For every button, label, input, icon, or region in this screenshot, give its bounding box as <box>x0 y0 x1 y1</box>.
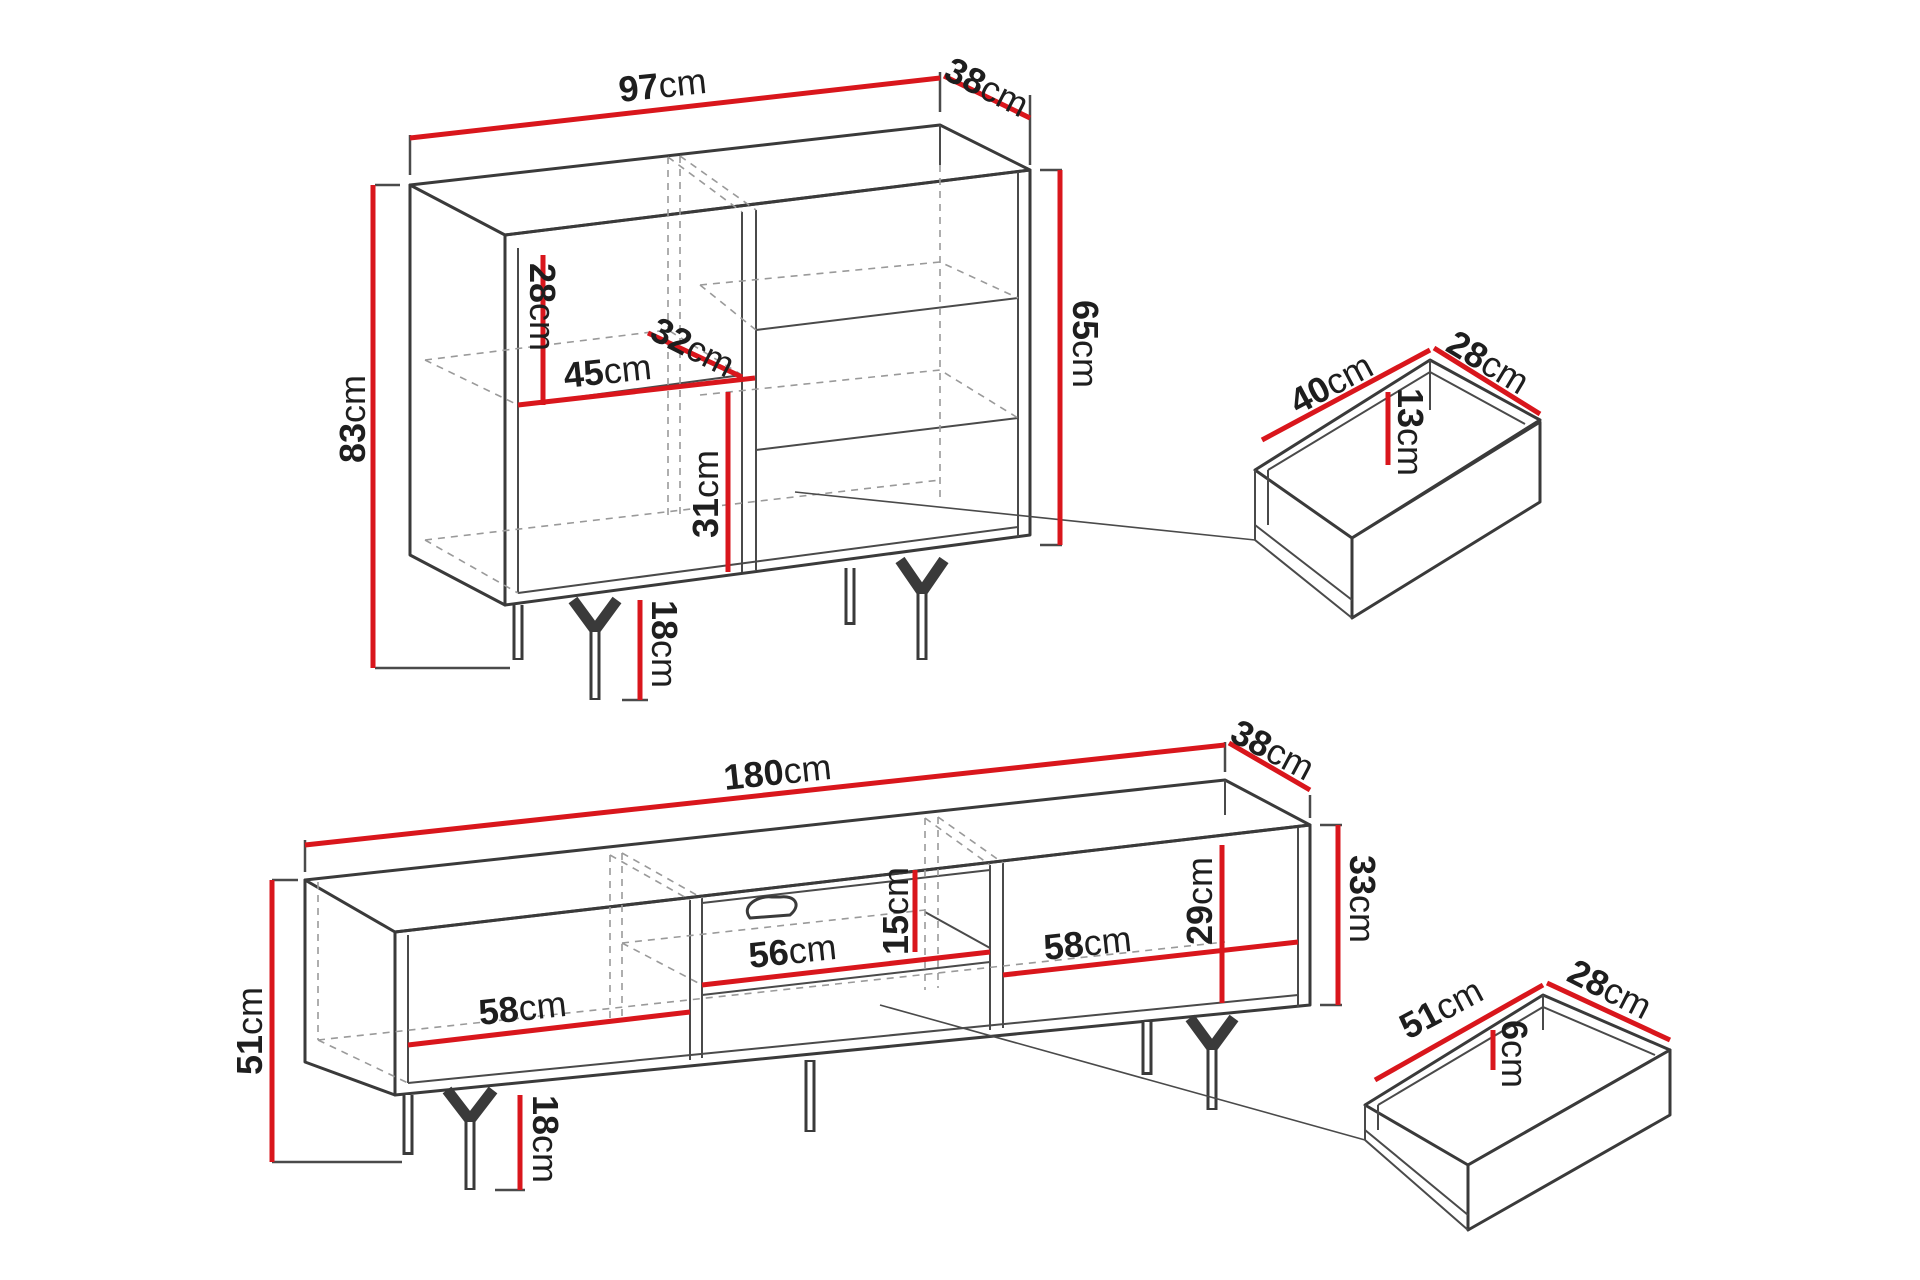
sideboard-shelf-width-label: 45cm <box>562 346 654 396</box>
tv-stand-depth-label: 38cm <box>1224 711 1321 789</box>
sideboard-width-label: 97cm <box>617 60 709 110</box>
tv-stand-body-height-label: 33cm <box>1342 855 1383 943</box>
tv-stand-middle-width-label: 56cm <box>747 926 839 976</box>
sideboard-body-height-label: 65cm <box>1065 300 1106 388</box>
tv-stand-labels: 180cm 38cm 51cm 33cm 58cm 56cm 15cm 58cm… <box>229 711 1658 1183</box>
tv-stand-height-label: 51cm <box>229 987 270 1075</box>
tv-stand-leg-height-label: 18cm <box>525 1095 566 1183</box>
tv-drawer-depth-label: 28cm <box>1561 951 1658 1028</box>
sideboard-shelf-depth-label: 32cm <box>644 309 741 386</box>
sideboard-labels: 97cm 38cm 83cm 65cm 28cm 32cm 45cm 31cm … <box>332 49 1536 688</box>
sideboard-lower-height-label: 31cm <box>685 450 726 538</box>
tv-stand-right-width-label: 58cm <box>1042 918 1134 968</box>
tv-drawer-detail <box>1363 980 1672 1232</box>
tv-stand-dimensions <box>269 740 1342 1192</box>
sideboard-drawing <box>408 123 1256 700</box>
sideboard-drawer-height-label: 13cm <box>1390 388 1431 476</box>
tv-stand-left-width-label: 58cm <box>477 983 569 1033</box>
sideboard-leg-height-label: 18cm <box>644 600 685 688</box>
sideboard-depth-label: 38cm <box>938 49 1035 126</box>
tv-stand-width-label: 180cm <box>722 746 834 798</box>
sideboard-shelf-height-label: 28cm <box>522 263 563 351</box>
tv-stand-right-height-label: 29cm <box>1179 857 1220 945</box>
sideboard-height-label: 83cm <box>332 375 373 463</box>
tv-drawer-height-label: 6cm <box>1494 1020 1535 1088</box>
tv-stand-drawing <box>303 778 1366 1190</box>
sideboard-drawer-detail <box>1253 345 1542 620</box>
sideboard-dimensions <box>370 72 1063 702</box>
tv-stand-middle-height-label: 15cm <box>875 867 916 955</box>
